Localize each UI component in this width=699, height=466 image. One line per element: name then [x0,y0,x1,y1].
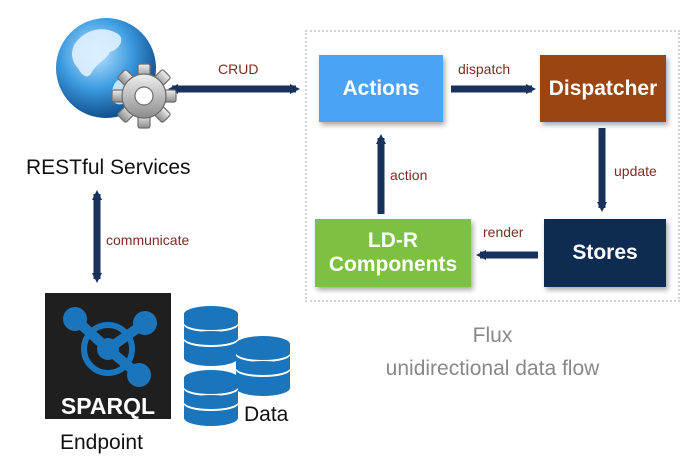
database-cylinder-middle [236,336,290,396]
components-label: Components [328,253,458,276]
crud-label: CRUD [218,61,259,77]
update-label: update [614,163,657,179]
ld-r-components-box: LD-R Components [315,219,471,287]
flux-title: Flux [472,324,513,347]
ld-r-label: LD-R [367,228,419,252]
data-label: Data [244,403,289,426]
render-label: render [483,224,524,240]
restful-services-label: RESTful Services [26,156,191,179]
stores-label: Stores [572,241,638,264]
globe-gear-icon [56,18,177,129]
database-icon [184,306,290,426]
database-cylinder-top [184,306,238,366]
dispatcher-box: Dispatcher [540,55,666,122]
flux-boundary [305,30,680,302]
stores-box: Stores [544,219,666,287]
sparql-logo-icon [45,293,171,419]
flux-subtitle: unidirectional data flow [385,357,600,380]
sparql-logo-text: SPARQL [60,393,156,419]
database-cylinder-bottom [184,370,238,426]
actions-box: Actions [319,55,443,122]
endpoint-label: Endpoint [60,431,143,454]
communicate-label: communicate [106,232,190,248]
actions-label: Actions [342,76,420,100]
dispatcher-label: Dispatcher [548,76,658,100]
dispatch-label: dispatch [458,61,511,77]
action-label: action [390,167,428,183]
